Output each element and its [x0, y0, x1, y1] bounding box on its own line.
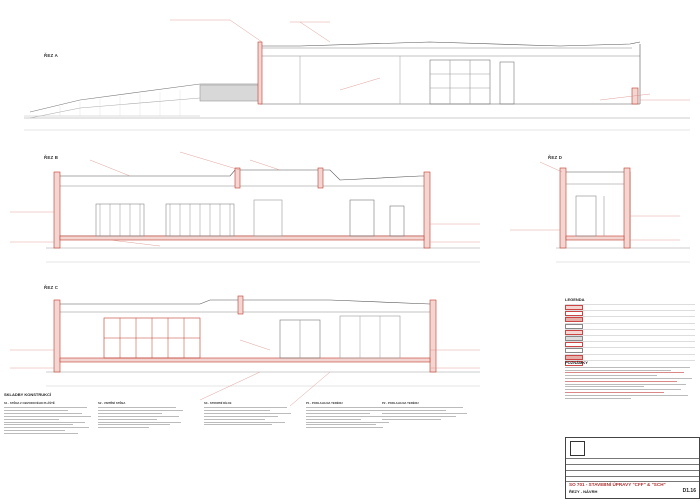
section-a-drawing	[24, 41, 690, 131]
legend-row	[565, 328, 695, 335]
notes-title: POZNÁMKY	[565, 360, 588, 365]
section-d-drawing	[556, 167, 690, 263]
company-logo-icon	[570, 441, 585, 456]
drawing-title: SO 701 - STAVEBNÍ ÚPRAVY "CFF" & "SCH"	[569, 482, 666, 487]
legend-row	[565, 347, 695, 354]
composition-column: P1 - PODLAHA NA TERÉNU	[306, 401, 398, 430]
composition-heading: P1 - PODLAHA NA TERÉNU	[306, 401, 343, 405]
legend-row	[565, 341, 695, 348]
section-c-drawing	[46, 295, 480, 387]
legend-row	[565, 322, 695, 329]
legend-row	[565, 304, 695, 311]
composition-heading: P2 - PODLAHA NA TERÉNU	[382, 401, 419, 405]
drawing-subtitle: ŘEZY - NÁVRH	[569, 489, 598, 494]
section-b-title: ŘEZ B	[44, 155, 59, 160]
section-a-title: ŘEZ A	[44, 53, 59, 58]
construction-compositions: SKLADBY KONSTRUKCÍ S1 - STĚNA Z OBVODOVÉ…	[4, 392, 474, 496]
composition-column: P2 - PODLAHA NA TERÉNU	[382, 401, 474, 422]
legend-row	[565, 310, 695, 317]
legend-panel: LEGENDA	[565, 297, 695, 395]
legend-title: LEGENDA	[565, 297, 585, 302]
composition-column: S1 - STĚNA Z OBVODOVÉHO PLÁŠTĚ	[4, 401, 96, 436]
composition-heading: S1 - STĚNA Z OBVODOVÉHO PLÁŠTĚ	[4, 401, 55, 405]
section-d-annotations	[510, 161, 680, 241]
composition-column: S2 - VNITŘNÍ STĚNA	[98, 401, 190, 430]
composition-heading: S2 - VNITŘNÍ STĚNA	[98, 401, 126, 405]
section-a-annotations	[170, 19, 690, 101]
legend-row	[565, 359, 695, 366]
compositions-title: SKLADBY KONSTRUKCÍ	[4, 392, 52, 397]
legend-row	[565, 316, 695, 323]
notes-panel: POZNÁMKY	[565, 360, 697, 400]
legend-row	[565, 334, 695, 342]
composition-heading: S3 - STROPNÍ DÍLCE	[204, 401, 232, 405]
composition-column: S3 - STROPNÍ DÍLCE	[204, 401, 296, 427]
section-d-title: ŘEZ D	[548, 155, 563, 160]
legend-row	[565, 353, 695, 360]
section-b-annotations	[10, 151, 480, 247]
title-block: SO 701 - STAVEBNÍ ÚPRAVY "CFF" & "SCH" Ř…	[565, 437, 700, 499]
section-c-annotations	[10, 339, 480, 407]
section-c-title: ŘEZ C	[44, 285, 59, 290]
drawing-number: D1.16	[682, 488, 696, 494]
section-b-drawing	[46, 167, 480, 263]
